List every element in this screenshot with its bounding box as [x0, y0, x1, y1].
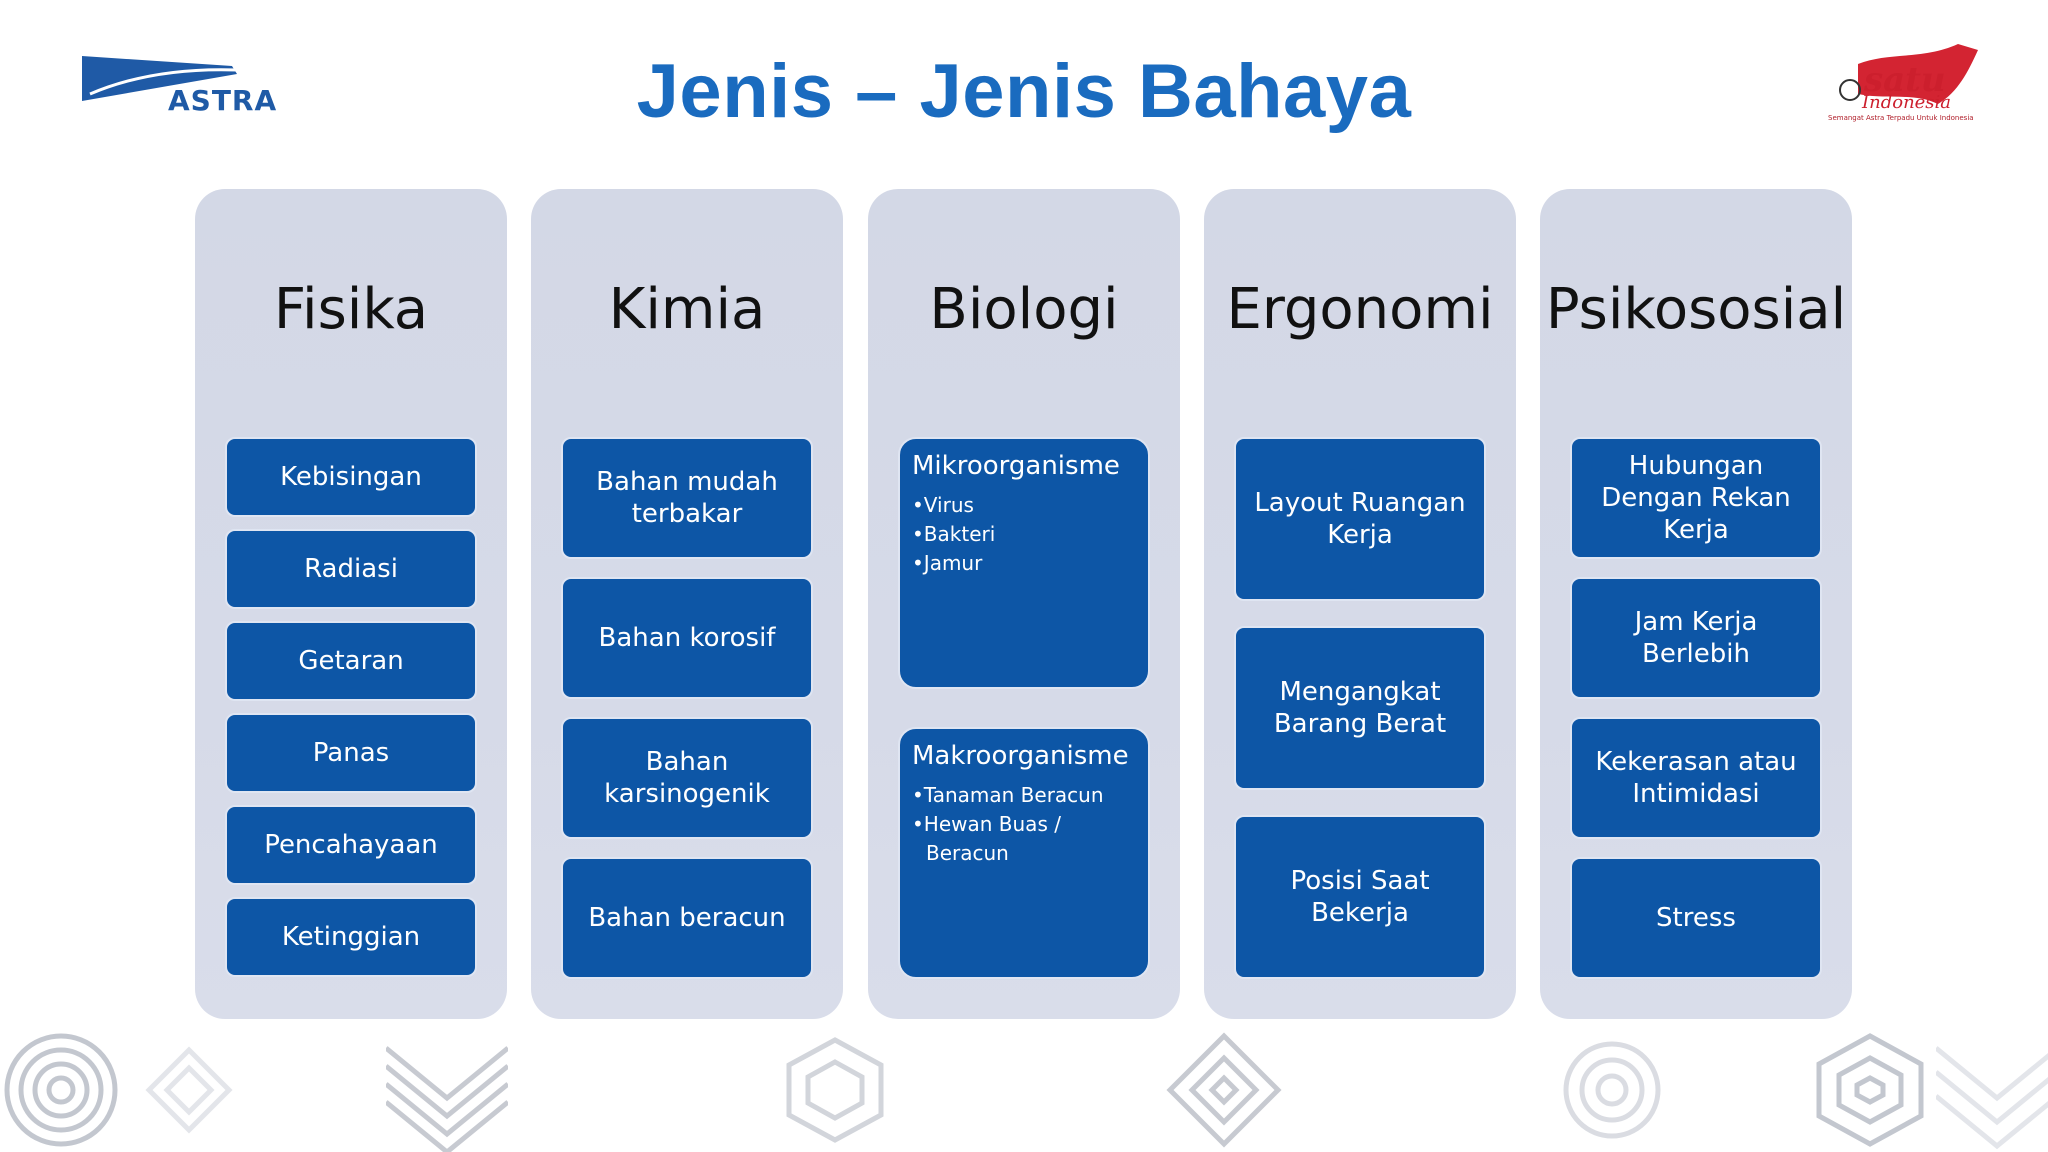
group-title: Makroorganisme [912, 741, 1129, 771]
column-kimia: Kimia Bahan mudah terbakar Bahan korosif… [531, 189, 843, 1019]
astra-logo-text: ASTRA [168, 84, 278, 117]
hazard-item: Layout Ruangan Kerja [1234, 437, 1486, 601]
hazard-item: Jam Kerja Berlebih [1570, 577, 1822, 699]
hazard-item: Pencahayaan [225, 805, 477, 885]
list-item: Bakteri [912, 520, 1136, 549]
hazard-item: Bahan mudah terbakar [561, 437, 813, 559]
hazard-item: Posisi Saat Bekerja [1234, 815, 1486, 979]
diamond-pattern-icon [145, 1046, 233, 1134]
chevron-pattern-icon [1936, 1046, 2048, 1150]
hazard-item: Ketinggian [225, 897, 477, 977]
list-item: Virus [912, 491, 1136, 520]
column-psikososial: Psikososial Hubungan Dengan Rekan Kerja … [1540, 189, 1852, 1019]
indonesia-text: Indonesia [1862, 92, 1952, 113]
group-title: Mikroorganisme [912, 451, 1120, 481]
group-list: Tanaman Beracun Hewan Buas / Beracun [912, 781, 1136, 868]
list-item: Tanaman Beracun [912, 781, 1136, 810]
hazard-item: Radiasi [225, 529, 477, 609]
hazard-item: Panas [225, 713, 477, 793]
group-list: Virus Bakteri Jamur [912, 491, 1136, 578]
hazard-item: Bahan korosif [561, 577, 813, 699]
hazard-item: Kebisingan [225, 437, 477, 517]
column-ergonomi: Ergonomi Layout Ruangan Kerja Mengangkat… [1204, 189, 1516, 1019]
hazard-item: Kekerasan atau Intimidasi [1570, 717, 1822, 839]
diamond-pattern-icon [1166, 1032, 1282, 1148]
hazard-item: Getaran [225, 621, 477, 701]
page-title: Jenis – Jenis Bahaya [636, 49, 1412, 134]
hexagon-pattern-icon [786, 1037, 884, 1143]
concentric-circle-pattern-icon [4, 1033, 118, 1147]
column-biologi: Biologi Mikroorganisme Virus Bakteri Jam… [868, 189, 1180, 1019]
hazard-group: Mikroorganisme Virus Bakteri Jamur [898, 437, 1150, 689]
column-title: Psikososial [1545, 277, 1847, 342]
hazard-item: Stress [1570, 857, 1822, 979]
list-item: Hewan Buas / Beracun [912, 810, 1136, 868]
concentric-circle-pattern-icon [1563, 1041, 1661, 1139]
hazard-item: Mengangkat Barang Berat [1234, 626, 1486, 790]
hazard-item: Bahan beracun [561, 857, 813, 979]
hexagon-pattern-icon [1816, 1033, 1924, 1147]
column-title: Fisika [273, 277, 429, 342]
satu-indonesia-logo: satu Indonesia Semangat Astra Terpadu Un… [1828, 42, 1988, 128]
flag-icon [1839, 44, 1978, 104]
satu-tagline: Semangat Astra Terpadu Untuk Indonesia [1828, 114, 1974, 122]
hazard-item: Bahan karsinogenik [561, 717, 813, 839]
column-title: Kimia [608, 277, 766, 342]
column-title: Biologi [929, 277, 1119, 342]
satu-text: satu [1864, 60, 1946, 100]
chevron-pattern-icon [386, 1046, 508, 1152]
list-item: Jamur [912, 549, 1136, 578]
hazard-group: Makroorganisme Tanaman Beracun Hewan Bua… [898, 727, 1150, 979]
astra-logo: ASTRA [82, 56, 276, 118]
decorative-pattern-strip [0, 1028, 2048, 1152]
column-fisika: Fisika Kebisingan Radiasi Getaran Panas … [195, 189, 507, 1019]
column-title: Ergonomi [1226, 277, 1494, 342]
hazard-item: Hubungan Dengan Rekan Kerja [1570, 437, 1822, 559]
astra-swoosh-icon [82, 56, 239, 101]
